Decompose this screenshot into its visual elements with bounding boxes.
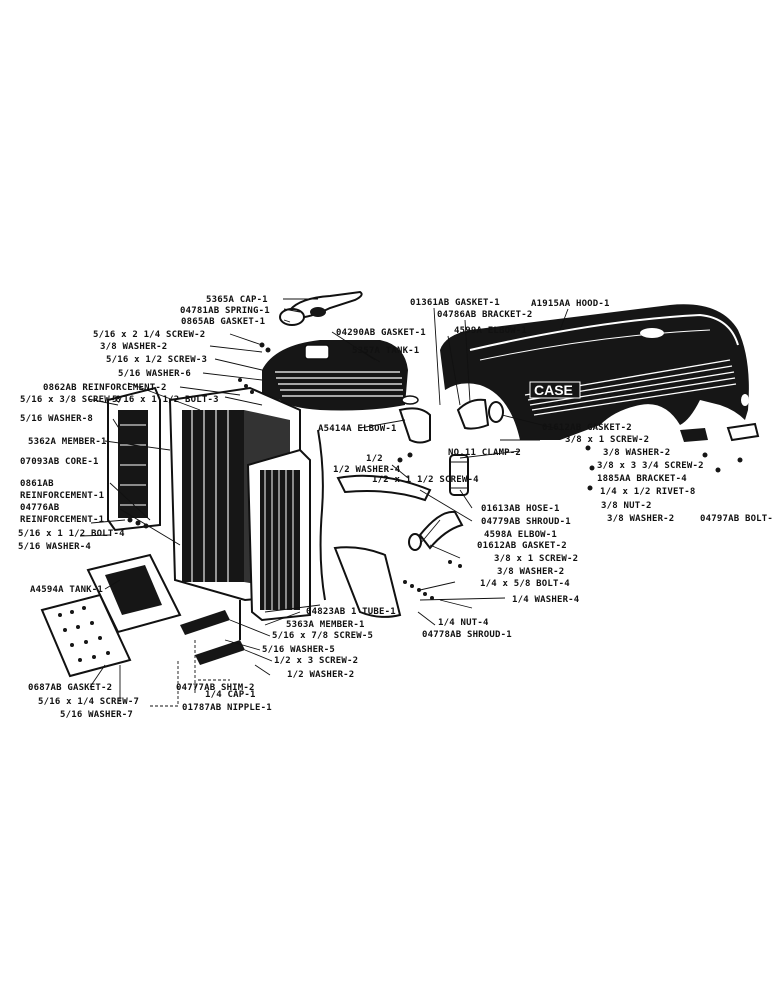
label-bracket-4786: 04786AB BRACKET-2 [437,310,533,320]
label-elbow-a5414: A5414A ELBOW-1 [318,424,397,434]
label-gasket-4290: 04290AB GASKET-1 [336,328,426,338]
tube-part [317,429,326,601]
label-washer-4b-top: 1/2 [366,454,383,464]
elbow-4599-part [456,398,490,430]
label-member-5363: 5363A MEMBER-1 [286,620,365,630]
label-screw-5: 5/16 x 7/8 SCREW-5 [272,631,373,641]
label-washer-2d: 3/8 WASHER-2 [497,567,564,577]
label-clamp: NO.11 CLAMP-2 [448,448,521,458]
label-hood: A1915AA HOOD-1 [531,299,610,309]
label-washer-2a: 3/8 WASHER-2 [100,342,167,352]
gasket-1612-part [488,401,504,423]
label-washer-5: 5/16 WASHER-5 [262,645,335,655]
label-reinf-4776-b: REINFORCEMENT-1 [20,515,104,525]
label-screw-8: 5/16 x 3/8 SCREW-8 [20,395,121,405]
label-nut-2: 3/8 NUT-2 [601,501,652,511]
label-washer-2c: 3/8 WASHER-2 [607,514,674,524]
label-core: 07093AB CORE-1 [20,457,99,467]
elbow-4598-part [408,510,464,551]
lower-gasket-part [40,593,132,678]
label-hose: 01613AB HOSE-1 [481,504,560,514]
label-washer-4a: 5/16 WASHER-4 [18,542,91,552]
label-washer-6: 5/16 WASHER-6 [118,369,191,379]
label-reinf-861-b: REINFORCEMENT-1 [20,491,104,501]
right-member-part [246,448,311,622]
label-gasket-1612b: 01612AB GASKET-2 [477,541,567,551]
label-reinf-4776-a: 04776AB [20,503,60,513]
label-shroud-4778: 04778AB SHROUD-1 [422,630,512,640]
label-washer-4c: 1/4 WASHER-4 [512,595,580,605]
label-washer-2b: 3/8 WASHER-2 [603,448,670,458]
label-elbow-4599: 4599A ELBOW-1 [454,326,527,336]
label-screw-4: 1/2 x 1 1/2 SCREW-4 [372,475,479,485]
label-screw-2e: 1/2 x 3 SCREW-2 [274,656,358,666]
label-screw-3: 5/16 x 1/2 SCREW-3 [106,355,207,365]
shim-nipple-parts [180,600,245,665]
label-gasket-1361: 01361AB GASKET-1 [410,298,500,308]
label-shim: 04777AB SHIM-2 [176,683,255,693]
hose-part [449,454,469,496]
label-screw-7: 5/16 x 1/4 SCREW-7 [38,697,139,707]
fasteners [127,342,743,600]
label-screw-2: 5/16 x 2 1/4 SCREW-2 [93,330,205,340]
label-bolt-4: 5/16 x 1 1/2 BOLT-4 [18,529,125,539]
label-bolt-4797: 04797AB BOLT-4 [700,514,772,524]
label-member-5362: 5362A MEMBER-1 [28,437,107,447]
label-cap-1-4: 1/4 CAP-1 [205,690,256,700]
leader-lines [79,298,569,707]
shroud-4778-part [333,546,402,618]
label-bolt-3: 5/16 x 1 1/2 BOLT-3 [112,395,219,405]
label-gasket-687: 0687AB GASKET-2 [28,683,112,693]
label-nipple: 01787AB NIPPLE-1 [182,703,272,713]
left-member-part [107,386,161,532]
cap-spring-part [279,290,363,326]
label-tank-5357: 5357A TANK-1 [352,346,419,356]
label-screw-2c: 3/8 x 3 3/4 SCREW-2 [597,461,704,471]
label-washer-4b: 1/2 WASHER-4 [333,465,401,475]
label-spring: 04781AB SPRING-1 [180,306,270,316]
label-screw-2d: 3/8 x 1 SCREW-2 [494,554,578,564]
hood-brand-text: CASE [534,382,573,398]
label-washer-7: 5/16 WASHER-7 [60,710,133,720]
part-labels: 5365A CAP-1 04781AB SPRING-1 0865AB GASK… [18,295,772,720]
elbow-a5414-part [398,395,431,444]
label-cap: 5365A CAP-1 [206,295,268,305]
label-gasket-865: 0865AB GASKET-1 [181,317,265,327]
label-washer-2e: 1/2 WASHER-2 [287,670,354,680]
hood-part: CASE [440,304,749,440]
lower-tank-part [86,553,182,634]
label-nut-4: 1/4 NUT-4 [438,618,489,628]
label-bracket-1885: 1885AA BRACKET-4 [597,474,687,484]
label-elbow-4598: 4598A ELBOW-1 [484,530,557,540]
label-tank-a4594: A4594A TANK-1 [30,585,103,595]
label-reinf-862: 0862AB REINFORCEMENT-2 [43,383,167,393]
label-reinf-861-a: 0861AB [20,479,54,489]
label-tube: 04823AB 1 TUBE-1 [306,607,396,617]
shroud-4779-part [336,474,432,502]
label-washer-8: 5/16 WASHER-8 [20,414,93,424]
label-gasket-1612a: 01612AB GASKET-2 [542,423,632,433]
label-screw-2b: 3/8 x 1 SCREW-2 [565,435,649,445]
label-bolt-1-4: 1/4 x 5/8 BOLT-4 [480,579,570,589]
bracket-parts [680,422,760,442]
label-shroud-4779: 04779AB SHROUD-1 [481,517,571,527]
label-rivet: 1/4 x 1/2 RIVET-8 [600,487,696,497]
